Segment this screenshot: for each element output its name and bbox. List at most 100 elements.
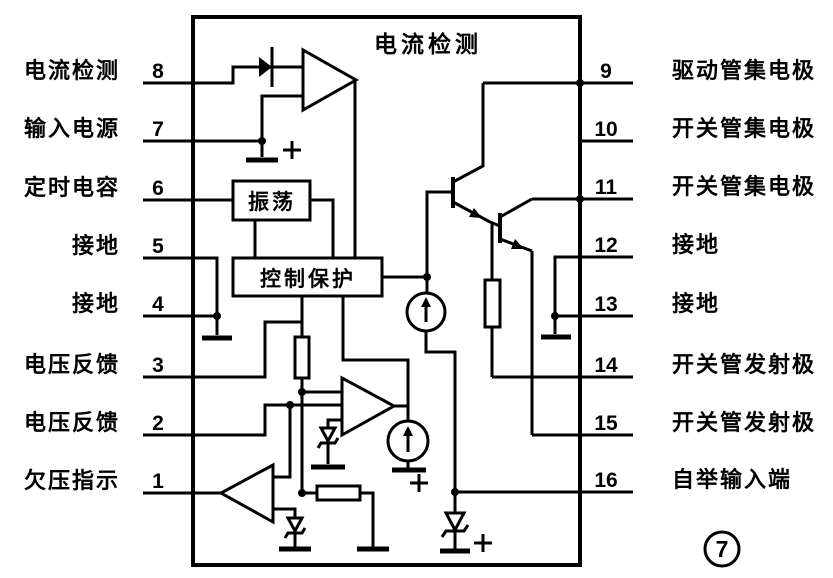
pin-5-line <box>143 256 219 316</box>
driver-transistor <box>451 83 491 224</box>
pin-5-number: 5 <box>152 235 164 258</box>
error-amp-input3-wire <box>326 418 342 428</box>
error-amp-zener <box>311 418 345 470</box>
pin-12-label: 接地 <box>672 232 720 257</box>
figure-number-badge: 7 <box>703 530 741 568</box>
figure-number: 7 <box>716 536 729 562</box>
control-to-erroramp-wire <box>341 296 410 421</box>
pin-13-label: 接地 <box>672 291 720 316</box>
error-amp-output <box>386 404 430 473</box>
pin-7-label: 输入电源 <box>24 116 120 141</box>
resistor-emitter <box>483 278 502 329</box>
pin-12-number: 12 <box>594 234 617 257</box>
pin-3-number: 3 <box>152 354 164 377</box>
junction-dot <box>576 79 584 87</box>
osc-to-control-right <box>310 198 335 258</box>
pin-5-label: 接地 <box>72 233 120 258</box>
pin-6-label: 定时电容 <box>24 175 120 200</box>
pin-9-label: 驱动管集电极 <box>672 58 816 83</box>
right-pin-lines <box>455 81 633 494</box>
sense-comparator-wires <box>246 80 357 258</box>
zener-bootstrap-triangle <box>443 511 467 534</box>
pin-9-number: 9 <box>600 60 612 83</box>
control-bottom-branches <box>293 296 410 493</box>
figure-number-circle <box>703 530 741 568</box>
uv-input1-wire <box>273 405 292 479</box>
pin-2-number: 2 <box>152 412 164 435</box>
zener-uv-triangle <box>285 516 305 535</box>
pin-8-label: 电流检测 <box>24 58 120 83</box>
pin-11-label: 开关管集电极 <box>672 174 816 199</box>
resistor2-right-wire <box>360 491 375 547</box>
sense-input2-wire <box>260 94 303 141</box>
plus-sign <box>283 141 301 159</box>
pin-8-number: 8 <box>152 60 164 83</box>
switch-transistor <box>489 197 534 435</box>
error-amplifier <box>340 375 398 438</box>
pin-2-line <box>143 403 342 437</box>
junction-dot <box>286 401 294 409</box>
resistor-horizontal <box>315 484 362 502</box>
pin-1-label: 欠压指示 <box>24 468 120 493</box>
driver-base-wire <box>425 190 453 277</box>
pin-13-number: 13 <box>594 293 617 316</box>
pin-6-number: 6 <box>152 177 164 200</box>
pin-11-number: 11 <box>595 176 618 199</box>
pin-14-label: 开关管发射极 <box>672 352 816 377</box>
pin-14-number: 14 <box>594 354 618 377</box>
ic-outline <box>191 15 582 567</box>
resistor-divider <box>293 335 311 380</box>
junction-dot <box>551 312 559 320</box>
oscillator-wires <box>253 198 335 258</box>
zener-error-triangle <box>318 426 338 445</box>
left-pin-text: 8 7 6 5 4 3 2 1 电流检测 输入电源 定时电容 接地 接地 电压反… <box>24 58 164 493</box>
pin-16-label: 自举输入端 <box>672 467 792 492</box>
pin-10-number: 10 <box>594 118 617 141</box>
pin-12-line <box>553 255 633 316</box>
bootstrap-zener <box>440 511 470 554</box>
switch-emitter-arrow <box>511 239 524 249</box>
current-source-1-arrow-head <box>421 297 431 307</box>
switch-collector-wire <box>499 197 533 219</box>
driver-emitter-arrow <box>469 208 482 218</box>
pin-15-label: 开关管发射极 <box>672 410 816 435</box>
pin-3-line <box>143 320 302 379</box>
current-source-2-arrow-head <box>403 426 413 436</box>
junction-dot <box>576 195 584 203</box>
junction-dot <box>298 388 306 396</box>
oscillator-label: 振荡 <box>248 191 296 214</box>
pin-4-label: 接地 <box>72 291 120 316</box>
pin-2-label: 电压反馈 <box>24 410 120 435</box>
pin-1-number: 1 <box>152 470 164 493</box>
junction-dot <box>451 488 459 496</box>
control-right-branch <box>382 190 457 513</box>
junction-dot <box>213 312 221 320</box>
plus-signs <box>283 141 492 552</box>
pin-4-number: 4 <box>152 293 164 316</box>
inner-title: 电流检测 <box>374 31 482 57</box>
plus-sign <box>474 534 492 552</box>
uv-input2-wire <box>273 507 297 518</box>
driver-collector-wire <box>452 83 485 184</box>
undervoltage-wires <box>273 405 311 552</box>
pin-15-number: 15 <box>594 412 618 435</box>
current-sense-comparator <box>301 47 360 113</box>
sense-diode-triangle <box>259 57 272 77</box>
emitter-resistor-branch <box>483 224 502 377</box>
control-protection-label: 控制保护 <box>260 267 356 291</box>
junction-dot <box>298 489 306 497</box>
oscillator-block <box>231 179 312 222</box>
bootstrap-wire <box>424 331 457 513</box>
driver-emitter-wire <box>452 200 491 224</box>
pin-8-line <box>143 65 303 85</box>
pin-7-number: 7 <box>152 118 164 141</box>
pin-16-number: 16 <box>594 469 617 492</box>
junction-dot <box>258 137 266 145</box>
pin-10-label: 开关管集电极 <box>672 116 816 141</box>
sense-diode <box>259 47 274 87</box>
feedback-resistor-branch <box>302 484 389 552</box>
pin-3-label: 电压反馈 <box>24 352 120 377</box>
right-pin-text: 9 10 11 12 13 14 15 16 驱动管集电极 开关管集电极 开关管… <box>594 58 816 492</box>
